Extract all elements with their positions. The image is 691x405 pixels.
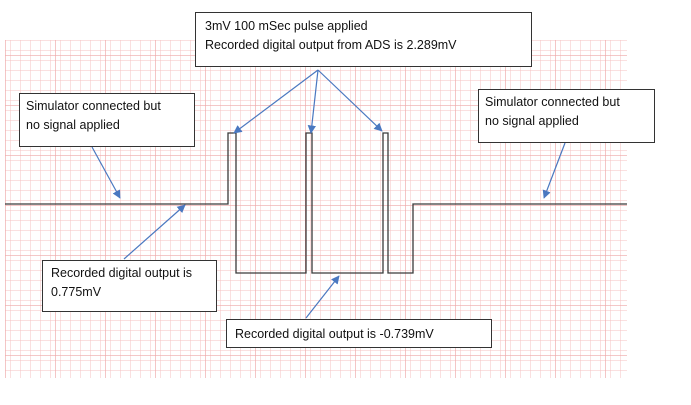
baseline-output-line1: Recorded digital output is: [51, 266, 193, 280]
left-simulator-line2: no signal applied: [26, 118, 120, 132]
negative-output-text: Recorded digital output is -0.739mV: [235, 327, 434, 341]
baseline-output-line2: 0.775mV: [51, 285, 102, 299]
right-simulator-line2: no signal applied: [485, 114, 579, 128]
arrows: [91, 69, 566, 319]
signal-trace: [5, 132, 627, 274]
left-simulator-callout: Simulator connected but no signal applie…: [19, 93, 195, 147]
arrow-bottom-output: [305, 275, 340, 319]
left-simulator-line1: Simulator connected but: [26, 99, 161, 113]
arrow-to-pulse-1: [233, 69, 319, 134]
baseline-output-callout: Recorded digital output is 0.775mV: [42, 260, 217, 312]
arrow-to-pulse-2: [307, 69, 319, 134]
arrow-right-sim: [542, 142, 566, 199]
right-simulator-line1: Simulator connected but: [485, 95, 620, 109]
negative-output-callout: Recorded digital output is -0.739mV: [226, 319, 492, 348]
pulse-applied-text: 3mV 100 mSec pulse applied: [205, 19, 368, 33]
arrow-to-pulse-3: [317, 69, 383, 132]
pulse-output-text: Recorded digital output from ADS is 2.28…: [205, 38, 457, 52]
pulse-applied-callout: 3mV 100 mSec pulse applied Recorded digi…: [195, 12, 532, 67]
arrow-left-sim: [91, 146, 121, 199]
arrow-left-output: [123, 204, 186, 260]
right-simulator-callout: Simulator connected but no signal applie…: [478, 89, 655, 143]
